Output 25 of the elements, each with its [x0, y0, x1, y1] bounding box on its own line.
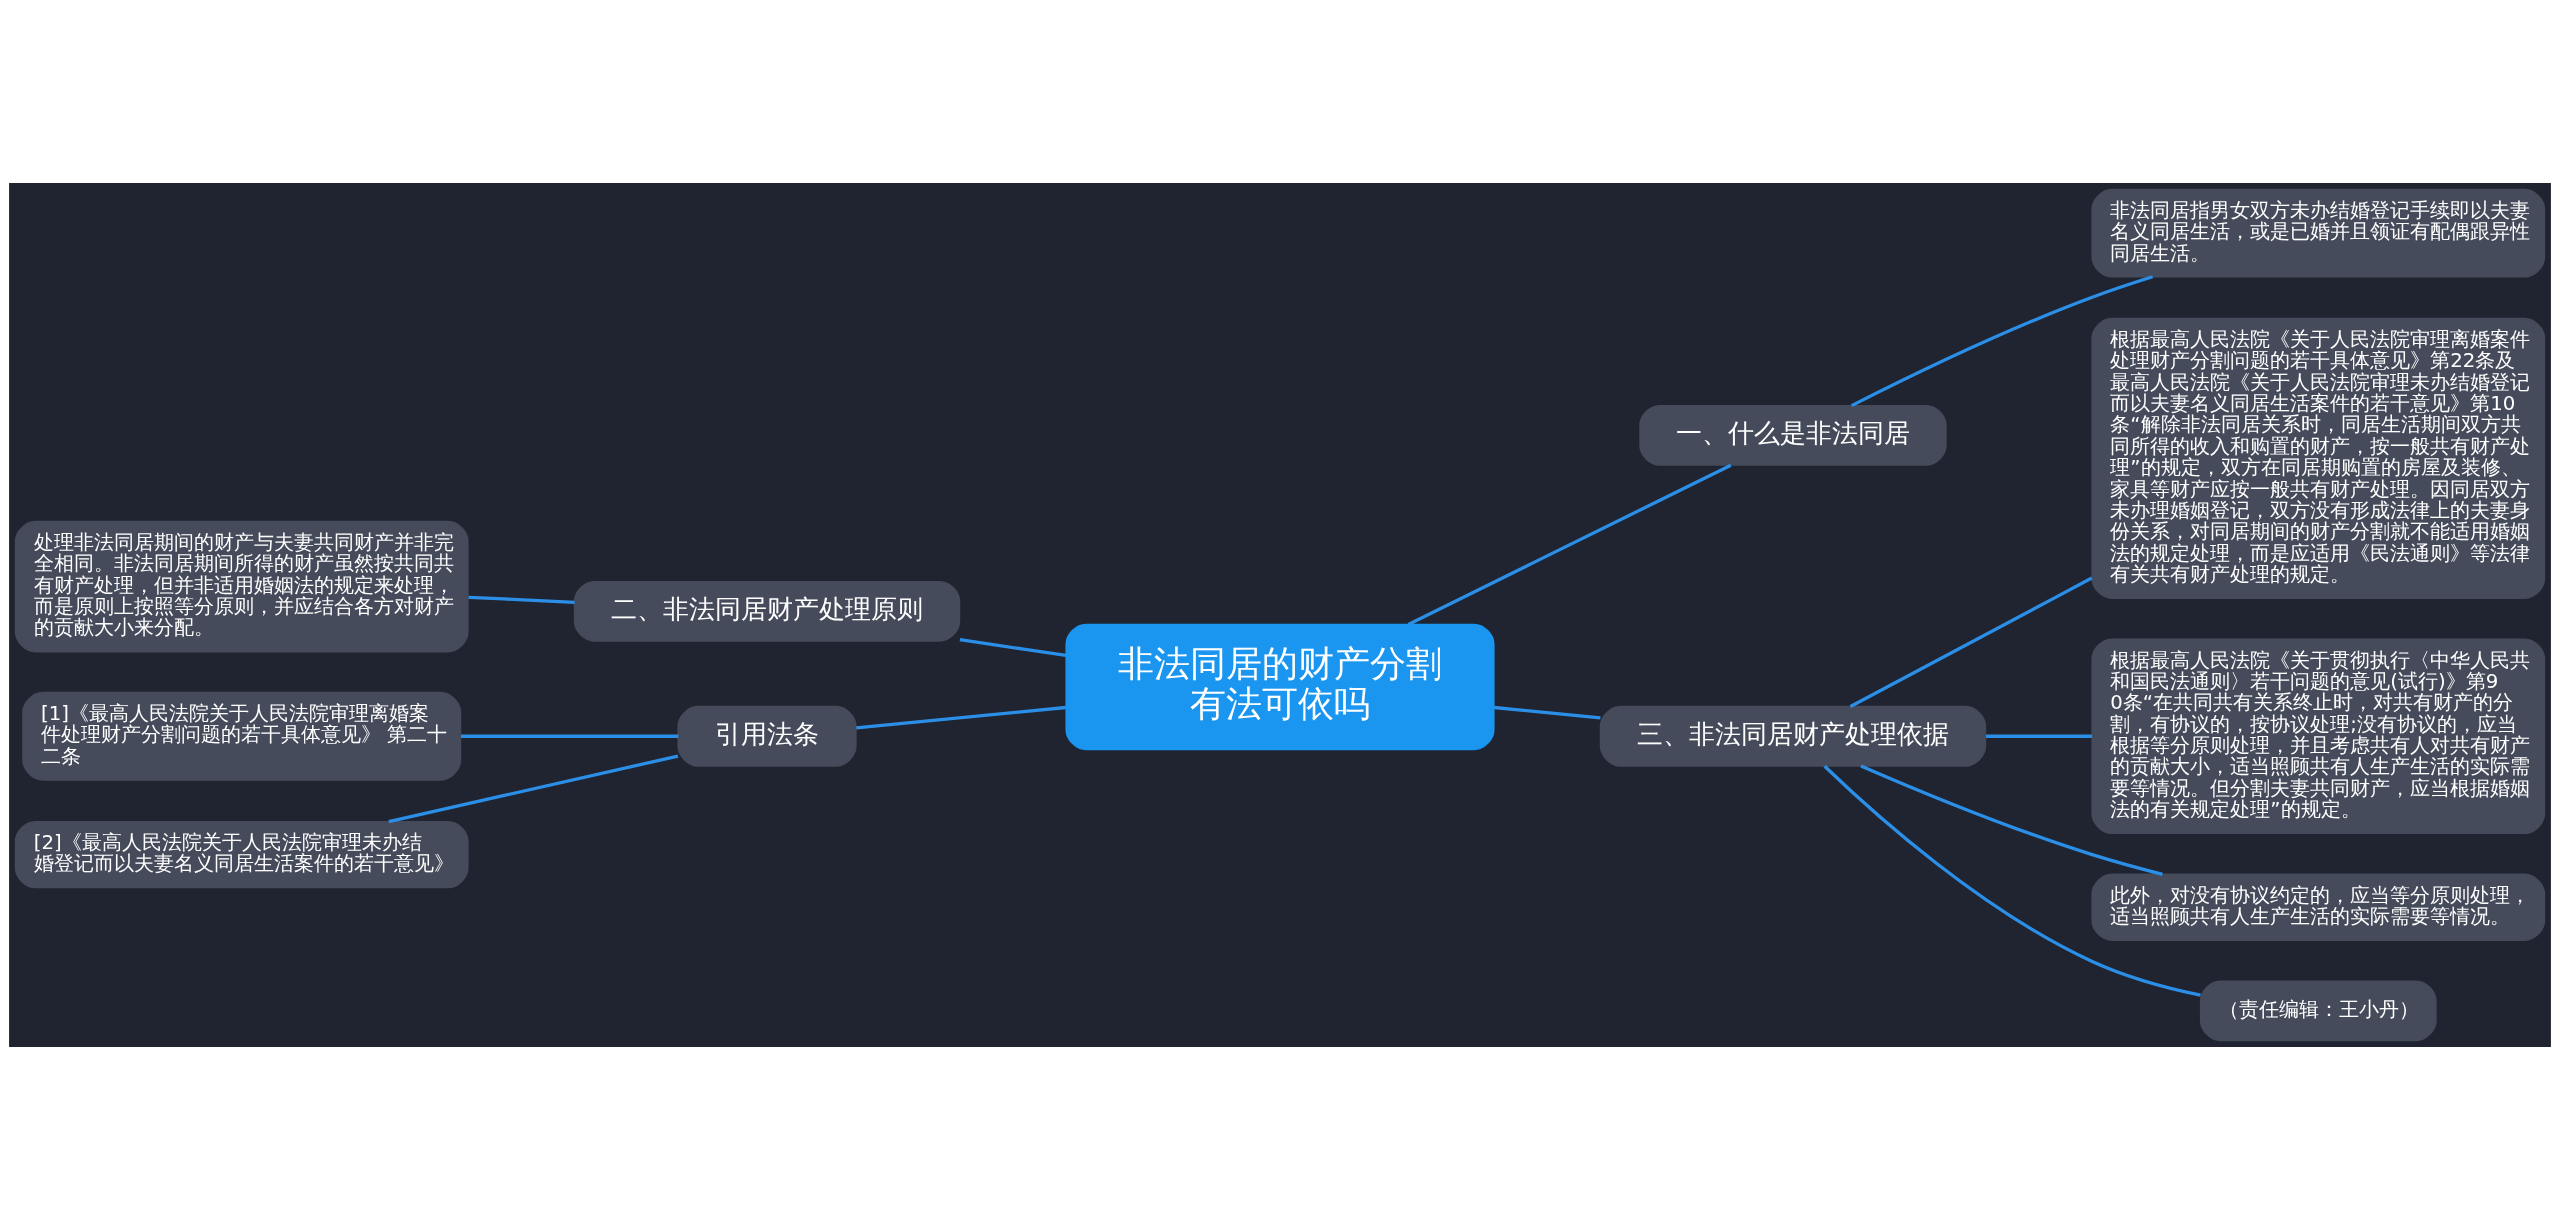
- connector: [856, 705, 1066, 729]
- node-box: 非法同居指男女双方未办结婚登记手续即以夫妻名义同居生活，或是已婚并且领证有配偶跟异性同居生活。: [2091, 188, 2546, 278]
- node-box: 一、什么是非法同居: [1639, 404, 1947, 466]
- connector: [959, 637, 1067, 657]
- node-box: 非法同居的财产分割有法可依吗: [1065, 623, 1495, 750]
- connector: [1493, 705, 1601, 719]
- connector: [468, 595, 575, 604]
- connector: [460, 734, 679, 738]
- node-box: 处理非法同居期间的财产与夫妻共同财产并非完全相同。非法同居期间所得的财产虽然按共同共有财产处理，但并非适用婚姻法的规定来处理，而是原则上按照等分原则，并应结合各方对财产的贡献大小来分配。: [14, 520, 469, 652]
- connector: [1986, 734, 2093, 738]
- node-box: 三、非法同居财产处理依据: [1599, 705, 1987, 767]
- node-box: [2]《最高人民法院关于人民法院审理未办结婚登记而以夫妻名义同居生活案件的若干意见》: [14, 820, 469, 888]
- node-box: [1]《最高人民法院关于人民法院审理离婚案件处理财产分割问题的若干具体意见》 第二十二条: [22, 691, 462, 781]
- connector: [1850, 274, 2154, 407]
- connector: [1860, 763, 2163, 876]
- node-box: 根据最高人民法院《关于贯彻执行〈中华人民共和国民法通则〉若干问题的意见(试行)》第90条“在共同共有关系终止时，对共有财产的分割，有协议的，按协议处理;没有协议的，应当根据等分原则处理，并且考虑共有人对共有财产的贡献大小，适当照顾共有人生产生活的实际需要等情况。但分割夫妻共同财产，应当根据婚姻法的有关规定处理”的规定。: [2091, 637, 2546, 834]
- node-box: 此外，对没有协议约定的，应当等分原则处理，适当照顾共有人生产生活的实际需要等情况。: [2091, 873, 2546, 941]
- connector: [1849, 576, 2093, 708]
- node-box: 引用法条: [677, 705, 857, 767]
- node-box: 二、非法同居财产处理原则: [573, 580, 961, 642]
- connector: [1823, 764, 2201, 997]
- node-box: （责任编辑：王小丹）: [2199, 979, 2437, 1041]
- node-box: 根据最高人民法院《关于人民法院审理离婚案件处理财产分割问题的若干具体意见》第22条及最高人民法院《关于人民法院审理未办结婚登记而以夫妻名义同居生活案件的若干意见》第10条“解除非法同居关系时，同居生活期间双方共同所得的收入和购置的财产，按一般共有财产处理”的规定，双方在同居期购置的房屋及装修、家具等财产应按一般共有财产处理。因同居双方未办理婚姻登记，双方没有形成法律上的夫妻身份关系，对同居期间的财产分割就不能适用婚姻法的规定处理，而是应适用《民法通则》等法律有关共有财产处理的规定。: [2091, 317, 2546, 599]
- connector: [1407, 463, 1732, 626]
- connector: [388, 753, 679, 823]
